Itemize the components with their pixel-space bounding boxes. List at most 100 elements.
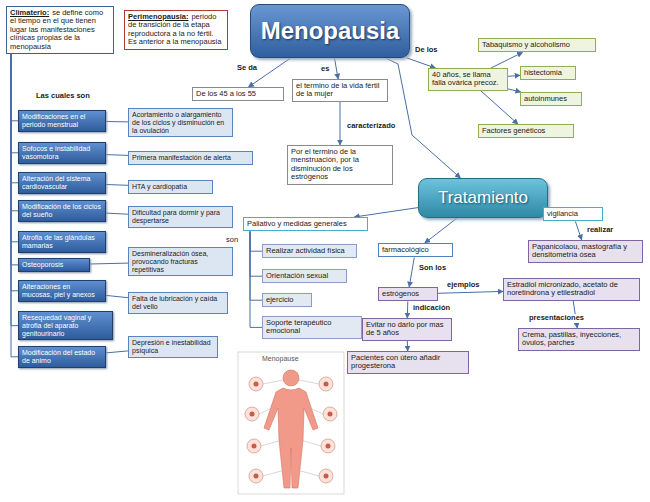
connector — [250, 231, 262, 276]
link-label: presentaciones — [528, 314, 585, 323]
connector — [425, 218, 457, 243]
concept-box: Atrofia de las glándulas mamarias — [18, 231, 106, 253]
concept-text: Perimenopausia: — [128, 12, 188, 21]
connector — [409, 257, 414, 287]
concept-text: farmacológico — [382, 246, 449, 254]
concept-box: Desmineralización ósea, provocando fract… — [128, 247, 233, 276]
concept-text: Papanicolaou, mastografía y densitometrí… — [532, 243, 639, 260]
connector — [106, 121, 128, 122]
concept-text: HTA y cardiopatía — [132, 183, 209, 191]
concept-text: Modificación del estado de animo — [22, 349, 102, 365]
concept-box: Realizar actividad física — [262, 244, 357, 258]
connector — [11, 54, 18, 291]
concept-text: Menopausia — [261, 18, 400, 45]
concept-box: Primera manifestación de alerta — [128, 151, 253, 165]
concept-box: Papanicolaou, mastografía y densitometrí… — [528, 240, 643, 263]
concept-box: Resequedad vaginal y atrofia del aparato… — [18, 311, 113, 340]
concept-box: Soporte terapéutico emocional — [262, 316, 362, 339]
concept-box: Modificación de los ciclos del sueño — [18, 200, 106, 222]
concept-box: Osteoporosis — [18, 258, 90, 272]
connector — [11, 54, 18, 265]
connector — [438, 291, 503, 293]
concept-box: Dificultad para dormir y para despertars… — [128, 206, 233, 228]
link-label: Se da — [236, 64, 258, 73]
concept-text: Falta de lubricación y caída del vello — [132, 295, 224, 311]
concept-text: Evitar no darlo por mas de 5 años — [366, 321, 448, 338]
concept-box: el termino de la vida fértil de la mujer — [292, 79, 388, 102]
concept-box: Factores genéticos — [478, 124, 574, 138]
concept-text: Acortamiento o alargamiento de los ciclo… — [132, 111, 229, 134]
connector — [106, 351, 128, 353]
concept-text: Alteración del sistema cardiovascular — [22, 175, 102, 191]
connector — [250, 231, 262, 327]
connector — [106, 295, 128, 297]
link-label: Son los — [418, 264, 447, 273]
concept-box: Alteraciones en mucosas, piel y anexos — [18, 280, 106, 302]
concept-box: HTA y cardiopatía — [128, 180, 213, 194]
connector — [11, 54, 18, 153]
concept-text: Factores genéticos — [482, 127, 570, 135]
concept-text: 40 años, se llama falla ovárica precoz. — [432, 71, 504, 88]
concept-text: histectomia — [524, 69, 572, 77]
concept-box: farmacológico — [378, 243, 453, 257]
concept-text: Atrofia de las glándulas mamarias — [22, 234, 102, 250]
concept-box: Modificaciones en el periodo menstrual — [18, 110, 106, 132]
connector — [407, 301, 409, 318]
concept-box: Paliativo y medidas generales — [243, 217, 368, 231]
link-label: indicación — [412, 304, 451, 313]
concept-text: Resequedad vaginal y atrofia del aparato… — [22, 314, 109, 337]
concept-text: Paliativo y medidas generales — [247, 220, 364, 228]
connector — [11, 54, 18, 121]
concept-box: Por el termino de la menstruación, por l… — [287, 145, 393, 185]
concept-text: Modificación de los ciclos del sueño — [22, 203, 102, 219]
link-label: Menopause — [262, 355, 299, 363]
concept-text: vigilancia — [547, 210, 599, 218]
concept-text: Sofocos e instabilidad vasomotora — [22, 145, 102, 161]
concept-box: Depresión e inestabilidad psíquica — [128, 336, 218, 358]
concept-box: histectomia — [520, 66, 576, 80]
concept-text: Climaterio: — [10, 8, 49, 17]
concept-box: ejercicio — [262, 293, 312, 307]
concept-text: autoinmunes — [524, 95, 578, 103]
concept-text: Por el termino de la menstruación, por l… — [291, 148, 389, 182]
concept-box: Modificación del estado de animo — [18, 346, 106, 368]
connector — [354, 208, 418, 217]
concept-box: Estradiol micronizado, acetato de noreti… — [503, 278, 640, 301]
link-label: es — [320, 65, 330, 74]
concept-box: Falta de lubricación y caída del vello — [128, 292, 228, 314]
connector — [508, 89, 521, 92]
link-label: caracterizado — [346, 122, 396, 131]
connector — [11, 54, 18, 211]
concept-text: Orientación sexual — [266, 272, 343, 280]
connector — [11, 54, 18, 357]
concept-box: Evitar no darlo por mas de 5 años — [362, 318, 452, 341]
concept-box: estrógenos — [378, 287, 438, 301]
link-label: realizar — [586, 226, 614, 235]
concept-text: Estradiol micronizado, acetato de noreti… — [507, 281, 636, 298]
concept-box: Alteración del sistema cardiovascular — [18, 172, 106, 194]
concept-box: Orientación sexual — [262, 269, 347, 283]
connector — [335, 58, 339, 79]
concept-box: autoinmunes — [520, 92, 582, 106]
link-label: De los — [414, 46, 439, 55]
concept-text: Realizar actividad física — [266, 247, 353, 255]
connector — [250, 231, 262, 251]
connector — [106, 213, 128, 214]
connector — [90, 263, 128, 265]
link-label: ejemplos — [446, 281, 481, 290]
concept-text: el termino de la vida fértil de la mujer — [296, 82, 384, 99]
concept-text: estrógenos — [382, 290, 434, 298]
concept-box: Perimenopausia:periodo de transición de … — [124, 10, 228, 50]
concept-text: Soporte terapéutico emocional — [266, 319, 358, 336]
concept-text: Desmineralización ósea, provocando fract… — [132, 250, 229, 273]
concept-text: Depresión e inestabilidad psíquica — [132, 339, 214, 355]
connector — [491, 52, 523, 68]
concept-text: Dificultad para dormir y para despertars… — [132, 209, 229, 225]
connector — [11, 54, 18, 326]
concept-box: Climaterio:se define como el tiempo en e… — [6, 6, 114, 54]
concept-box: Tratamiento — [418, 178, 548, 218]
concept-text: Tabaquismo y alcoholismo — [482, 41, 592, 49]
concept-box: De los 45 a los 55 — [192, 87, 284, 101]
concept-box: Crema, pastillas, inyecciones, óvulos, p… — [518, 328, 640, 351]
